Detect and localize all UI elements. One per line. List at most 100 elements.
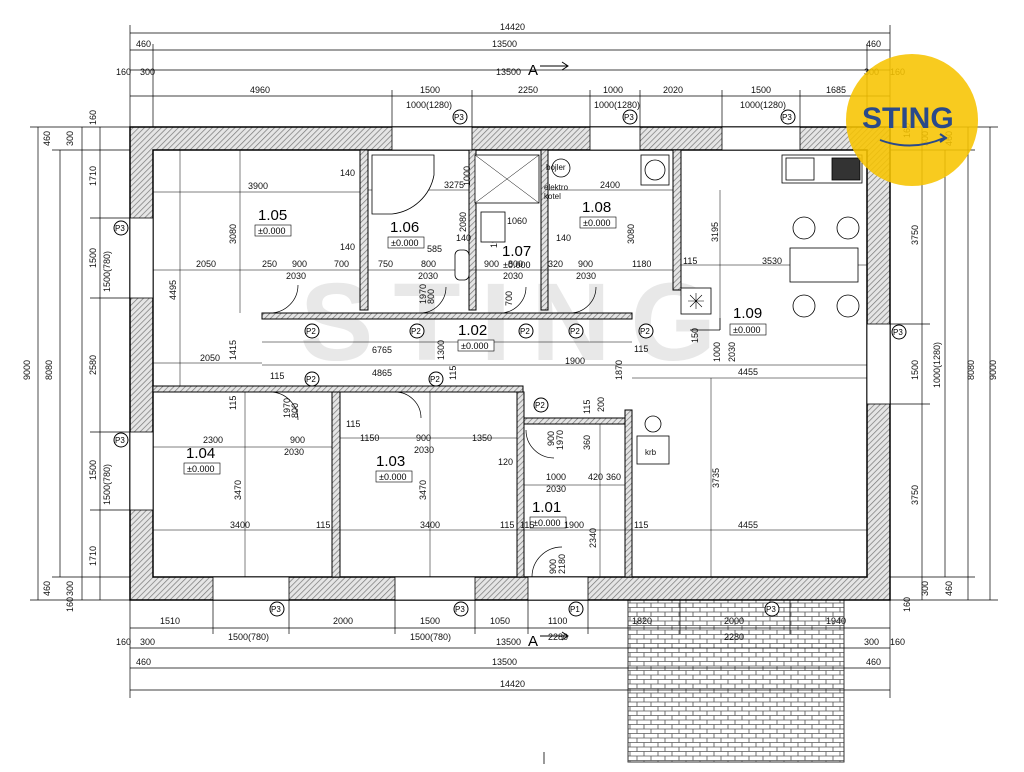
- dim-corr-f: 1870: [614, 360, 624, 380]
- room-level: ±0.000: [461, 341, 488, 351]
- dim-right-s9: 160: [902, 597, 912, 612]
- room-level: ±0.000: [379, 472, 406, 482]
- dim-104-a: 2300: [203, 435, 223, 445]
- room-number: 1.01: [532, 499, 561, 516]
- dim-bot-r1-3: 1050: [490, 616, 510, 626]
- dim-bot-sub-1: 1500(780): [410, 632, 451, 642]
- right-dimension-labels: 9000 8080 460 300 160 3750 1500 1000(128…: [902, 123, 998, 612]
- dim-109-e: 1000: [712, 342, 722, 362]
- window-tag[interactable]: P3: [891, 324, 907, 340]
- dim-bot-r3-0: 460: [136, 657, 151, 667]
- dim-108-a: 1180: [632, 259, 651, 269]
- dim-left-s6: 2580: [88, 355, 98, 375]
- level-box: [254, 224, 292, 237]
- dim-bot-overall: 14420: [500, 679, 525, 689]
- window-tag[interactable]: P3: [453, 601, 469, 617]
- chair: [792, 294, 816, 318]
- dim-top-r3-0: 160: [116, 67, 131, 77]
- dim-bot-sub-0: 1500(780): [228, 632, 269, 642]
- dim-103-c: 2030: [414, 445, 434, 455]
- dim-bot-sub-2: 2280: [548, 632, 568, 642]
- door-tag[interactable]: P2: [304, 371, 320, 387]
- dim-104-g: 1970: [282, 398, 292, 418]
- door-tag[interactable]: P2: [533, 397, 549, 413]
- dim-103-f: 3400: [420, 520, 440, 530]
- room-level: ±0.000: [391, 238, 418, 248]
- dim-corr-d: 1300: [436, 340, 446, 360]
- svg-text:P2: P2: [430, 375, 440, 384]
- window-tag[interactable]: P3: [113, 220, 129, 236]
- level-box: [387, 236, 425, 249]
- dim-right-outer: 9000: [988, 360, 998, 380]
- dim-105-c: 900: [292, 259, 307, 269]
- svg-text:P3: P3: [624, 113, 634, 122]
- room-number: 1.06: [390, 219, 419, 236]
- dim-105-depth: 3080: [228, 224, 238, 244]
- room-1-02[interactable]: 1.02 ±0.000: [457, 322, 495, 352]
- dim-105-g: 140: [340, 242, 355, 252]
- room-1-04[interactable]: 1.04 ±0.000: [183, 445, 221, 475]
- room-number: 1.03: [376, 453, 405, 470]
- dim-left-s4: 1500: [88, 248, 98, 268]
- door-tag[interactable]: P2: [409, 323, 425, 339]
- door-tag[interactable]: P2: [304, 323, 320, 339]
- dim-103-e: 3470: [418, 480, 428, 500]
- door-swings: [269, 284, 721, 578]
- section-arrow-top: [540, 61, 569, 71]
- room-1-03[interactable]: 1.03 ±0.000: [375, 453, 413, 483]
- room-1-09[interactable]: 1.09 ±0.000: [729, 305, 767, 336]
- left-dimension-labels: 9000 8080 460 300 160 1710 1500 1500(780…: [22, 110, 112, 612]
- boiler-tank: [551, 158, 571, 178]
- dim-101-a: 1000: [546, 472, 566, 482]
- dim-105-i: 2050: [200, 353, 220, 363]
- window-tag[interactable]: P3: [452, 109, 468, 125]
- dim-108-depth: 3080: [626, 224, 636, 244]
- dim-left-s12: 160: [65, 597, 75, 612]
- dim-109-c: 115: [683, 256, 697, 266]
- fixtures: [371, 154, 863, 465]
- window-tag[interactable]: P3: [113, 432, 129, 448]
- window-tag[interactable]: P1: [568, 601, 584, 617]
- room-number: 1.08: [582, 199, 611, 216]
- dim-109-f: 2030: [727, 342, 737, 362]
- dim-104-h: 800: [290, 403, 300, 418]
- right-dimensions: [890, 126, 998, 601]
- window-tag[interactable]: P3: [622, 109, 638, 125]
- dim-107-g: 320: [548, 259, 563, 269]
- window-tag[interactable]: P3: [269, 601, 285, 617]
- room-1-08[interactable]: 1.08 ±0.000: [579, 199, 617, 229]
- dim-105-h: 1415: [228, 340, 238, 360]
- dim-corr-g: 115: [448, 366, 458, 380]
- dim-top-r4-0: 4960: [250, 85, 270, 95]
- door-tag[interactable]: P2: [428, 371, 444, 387]
- dim-107-a: 1000: [462, 166, 472, 186]
- dim-door-c: 700: [504, 291, 514, 306]
- dim-101-j: 1970: [555, 430, 565, 450]
- left-dimensions: [30, 126, 130, 601]
- svg-text:P1: P1: [570, 605, 580, 614]
- bottom-dimension-labels: 1510 2000 1500 1050 1100 1820 2000 1940 …: [116, 616, 905, 689]
- room-1-06[interactable]: 1.06 ±0.000: [387, 219, 425, 249]
- dim-105-b: 250: [262, 259, 277, 269]
- dim-left-outer: 9000: [22, 360, 32, 380]
- dim-103-g: 115: [346, 419, 360, 429]
- dim-104-f: 115: [316, 520, 330, 530]
- dim-101-c: 420: [588, 472, 603, 482]
- door-tag[interactable]: P2: [518, 323, 534, 339]
- room-1-05[interactable]: 1.05 ±0.000: [254, 207, 292, 237]
- room-1-07[interactable]: 1.07 ±0.000: [502, 243, 531, 270]
- top-dimension-labels: 14420 460 13500 460 160 300 13500 300 16…: [116, 22, 905, 110]
- door-tag[interactable]: P2: [638, 323, 654, 339]
- room-1-01[interactable]: 1.01 ±0.000: [529, 499, 567, 529]
- dim-101-d: 360: [606, 472, 621, 482]
- dim-107-e: 900: [484, 259, 499, 269]
- dim-bot-r1-2: 1500: [420, 616, 440, 626]
- corner-bathtub: [371, 154, 435, 215]
- door-tag[interactable]: P2: [568, 323, 584, 339]
- fireplace: [636, 435, 670, 465]
- window-tag[interactable]: P3: [780, 109, 796, 125]
- dim-105-width: 3900: [248, 181, 268, 191]
- window-tag[interactable]: P3: [764, 601, 780, 617]
